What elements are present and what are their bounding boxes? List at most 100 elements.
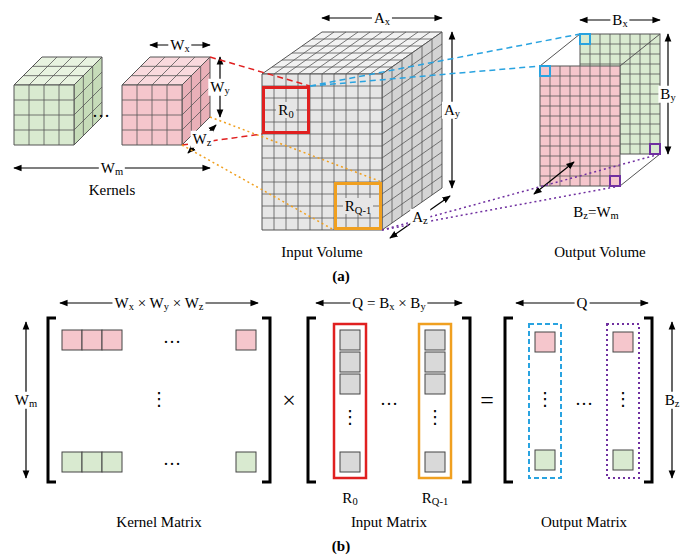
column-label: R0 bbox=[340, 490, 359, 507]
depth-edge bbox=[620, 154, 660, 186]
leader-line bbox=[310, 34, 580, 86]
ellipsis: … bbox=[90, 102, 112, 122]
grid-line bbox=[392, 67, 393, 223]
matrix-bracket bbox=[644, 318, 652, 482]
caption-label: Kernel Matrix bbox=[114, 514, 203, 531]
input-cube bbox=[262, 32, 442, 230]
grid-line bbox=[422, 46, 423, 202]
grid-line bbox=[131, 75, 191, 76]
grid-line bbox=[29, 57, 57, 85]
grid-line bbox=[272, 67, 392, 68]
grid-line bbox=[14, 100, 74, 101]
matrix-bracket bbox=[505, 318, 513, 482]
column-label: RQ-1 bbox=[420, 490, 450, 507]
panel-label: (a) bbox=[330, 268, 352, 285]
input-column-cell bbox=[340, 352, 360, 372]
grid-line bbox=[274, 74, 275, 230]
dimension-arrow bbox=[188, 125, 216, 153]
grid-line bbox=[540, 106, 620, 107]
leader-line bbox=[310, 66, 540, 86]
grid-line bbox=[200, 66, 201, 126]
output-column-cell bbox=[613, 332, 633, 352]
grid-line bbox=[122, 100, 182, 101]
operator: = bbox=[478, 387, 496, 413]
grid-line bbox=[402, 60, 403, 216]
grid-line bbox=[137, 57, 165, 85]
ellipsis: ⋮ bbox=[534, 390, 556, 410]
input-column-cell bbox=[425, 374, 445, 394]
grid-line bbox=[302, 46, 422, 47]
dimension-label: Wy bbox=[208, 79, 231, 96]
grid-line bbox=[540, 86, 620, 87]
leader-line bbox=[382, 186, 620, 230]
output-column-cell bbox=[535, 332, 555, 352]
side-face bbox=[74, 57, 102, 145]
kernel-row-cell bbox=[62, 452, 82, 472]
ellipsis: … bbox=[573, 390, 595, 410]
grid-line bbox=[262, 158, 382, 159]
ellipsis: ⋮ bbox=[339, 408, 361, 428]
grid-line bbox=[83, 76, 84, 136]
dimension-arrow bbox=[390, 196, 450, 238]
grid-line bbox=[540, 96, 620, 97]
grid-line bbox=[540, 126, 620, 127]
grid-line bbox=[540, 76, 620, 77]
output-column-box bbox=[529, 324, 561, 478]
dimension-label: Bz=Wm bbox=[571, 204, 620, 221]
grid-line bbox=[14, 130, 74, 131]
depth-edge bbox=[620, 34, 660, 66]
ellipsis: ⋮ bbox=[612, 390, 634, 410]
grid-line bbox=[182, 87, 210, 115]
dimension-label: Wx bbox=[168, 37, 191, 54]
kernel-row-cell bbox=[102, 452, 122, 472]
grid-line bbox=[122, 115, 182, 116]
grid-line bbox=[122, 130, 182, 131]
region-box: R0 bbox=[262, 86, 310, 134]
matrix-bracket bbox=[462, 318, 470, 482]
grid-line bbox=[282, 60, 402, 61]
grid-line bbox=[152, 57, 180, 85]
dimension-label: Bx bbox=[610, 12, 629, 29]
kernel-row-cell bbox=[102, 330, 122, 350]
grid-line bbox=[262, 122, 382, 123]
caption-label: Output Matrix bbox=[539, 514, 629, 531]
dimension-label: Ax bbox=[372, 10, 392, 27]
output-slice bbox=[540, 66, 620, 186]
ellipsis: … bbox=[161, 328, 183, 348]
ellipsis: … bbox=[378, 390, 400, 410]
dimension-label: Wx × Wy × Wz bbox=[112, 295, 205, 312]
front-face bbox=[14, 85, 74, 145]
grid-line bbox=[33, 66, 93, 67]
dimension-label: Wz bbox=[191, 131, 214, 148]
grid-line bbox=[262, 146, 382, 147]
region-label: RQ-1 bbox=[343, 198, 373, 215]
grid-line bbox=[286, 74, 287, 230]
output-cell bbox=[540, 66, 550, 76]
kernel-cube bbox=[14, 57, 102, 145]
ellipsis: … bbox=[161, 450, 183, 470]
matrix-bracket bbox=[262, 318, 270, 482]
grid-line bbox=[540, 156, 620, 157]
grid-line bbox=[59, 57, 87, 85]
grid-line bbox=[262, 170, 382, 171]
dimension-label: Az bbox=[410, 209, 430, 226]
input-column-cell bbox=[340, 330, 360, 350]
grid-line bbox=[262, 218, 382, 219]
grid-line bbox=[262, 194, 382, 195]
dimension-label: Q = Bx × By bbox=[350, 295, 427, 312]
output-column-box bbox=[607, 324, 639, 478]
leader-line bbox=[382, 154, 660, 230]
caption-label: Input Volume bbox=[279, 244, 365, 261]
input-column-cell bbox=[425, 452, 445, 472]
output-cell bbox=[650, 144, 660, 154]
matrix-cells bbox=[62, 324, 639, 478]
front-face bbox=[122, 85, 182, 145]
input-column-cell bbox=[340, 452, 360, 472]
depth-edge bbox=[540, 34, 580, 66]
kernel-row-cell bbox=[236, 452, 256, 472]
dimension-label: Wm bbox=[13, 392, 39, 409]
grid-line bbox=[540, 116, 620, 117]
input-column-cell bbox=[340, 374, 360, 394]
input-column-cell bbox=[425, 330, 445, 350]
operator: × bbox=[280, 387, 298, 413]
